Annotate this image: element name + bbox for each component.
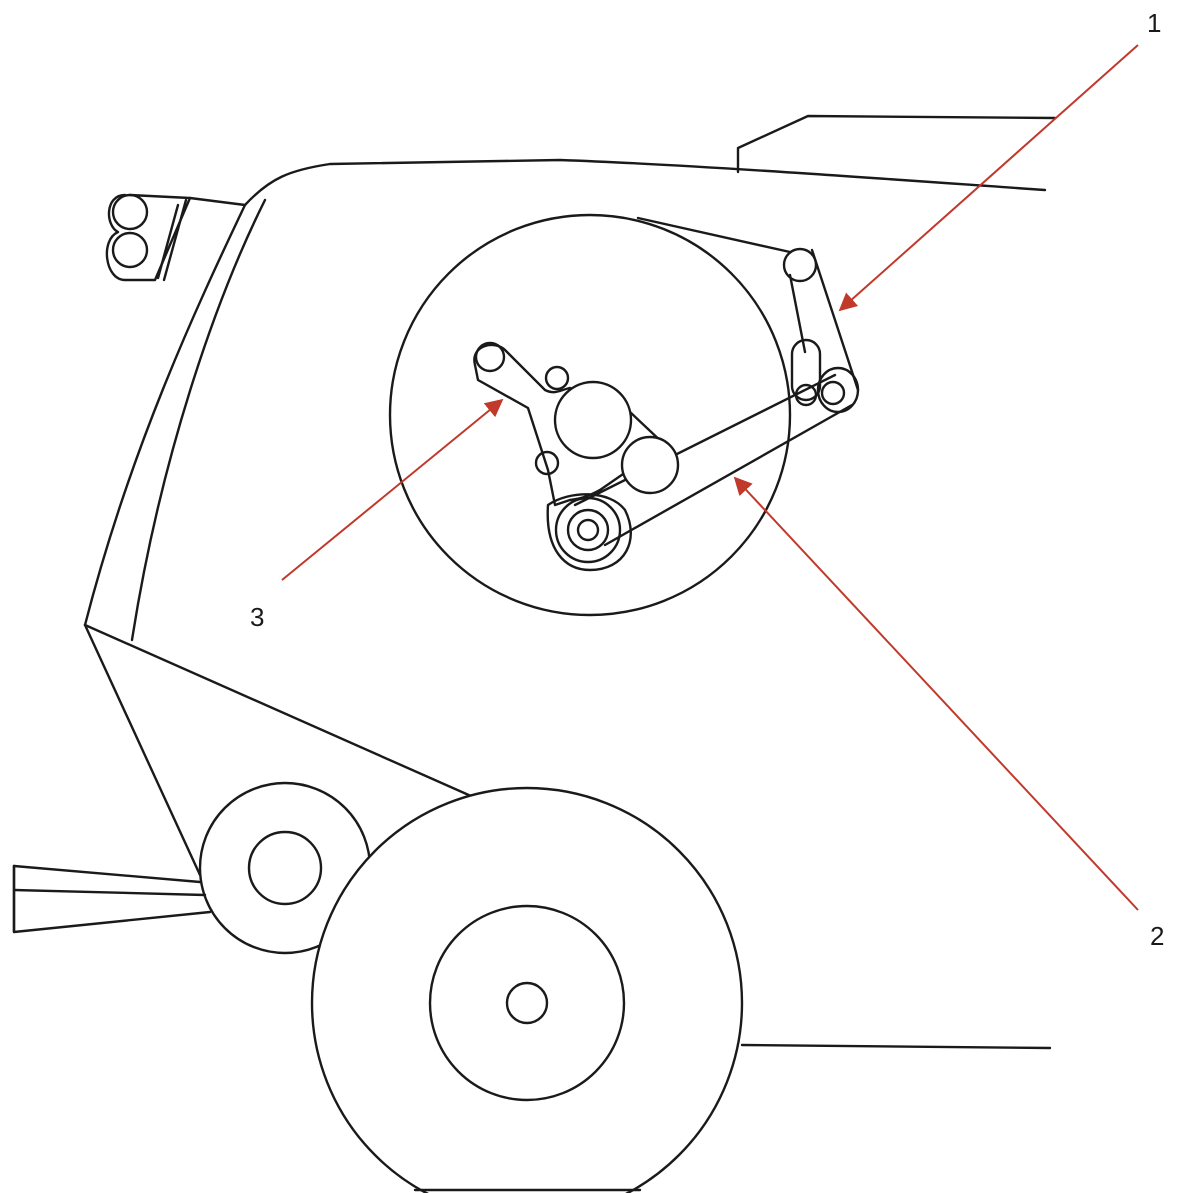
top-left-roller [105, 193, 192, 282]
drive-hub [546, 493, 632, 572]
leader-line-3 [281, 398, 504, 581]
callout-labels: 1 2 3 [250, 8, 1164, 951]
tensioner-rollers [782, 247, 860, 414]
machine-body [83, 114, 1057, 877]
leader-line-2 [733, 476, 1139, 911]
callout-1: 1 [1147, 8, 1161, 38]
ground-wheel [310, 786, 1052, 1193]
long-arm [573, 373, 854, 547]
side-disc [388, 213, 792, 617]
pivot-bracket [473, 341, 680, 507]
callout-2: 2 [1150, 921, 1164, 951]
leader-lines [281, 44, 1139, 911]
pickup-tines [12, 864, 212, 934]
callout-3: 3 [250, 602, 264, 632]
belt-upper [636, 216, 860, 392]
leader-line-1 [838, 44, 1139, 312]
